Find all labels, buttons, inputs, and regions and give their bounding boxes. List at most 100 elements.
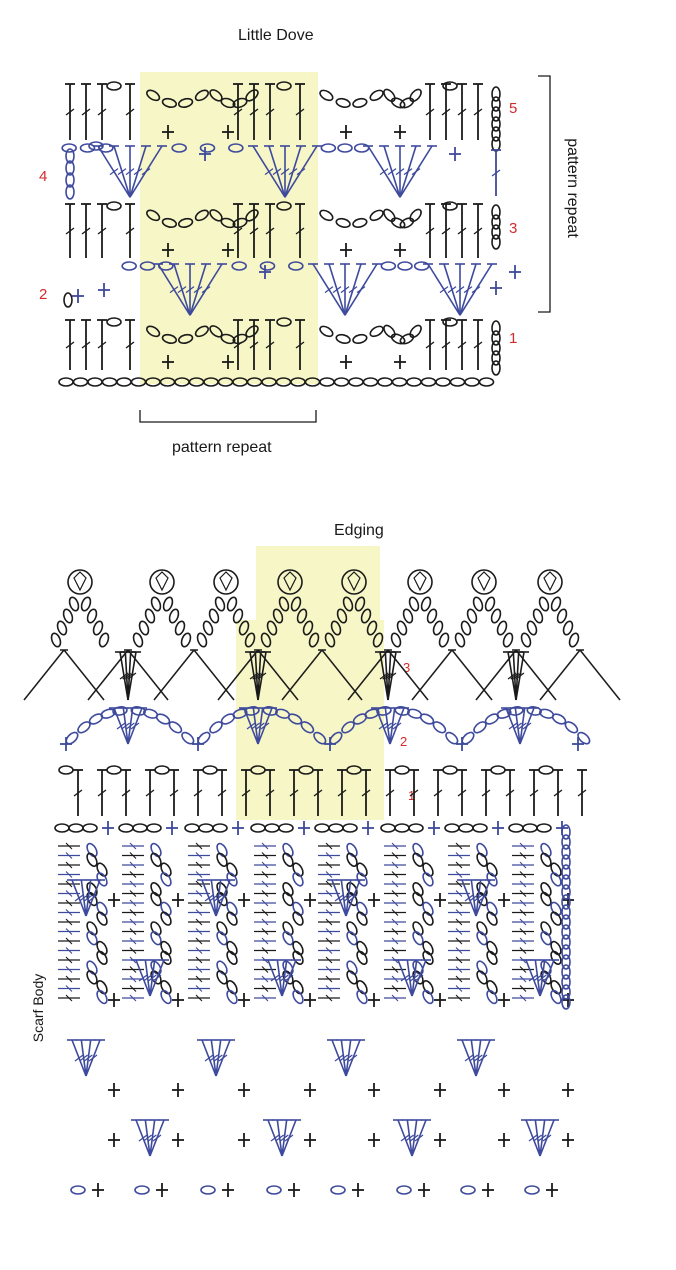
chain-stitch [526,620,538,636]
single-crochet-stitch [434,1133,446,1147]
chain-stitch [561,864,571,880]
chain-stitch [68,823,84,833]
chain-stitch [522,823,538,833]
chain-stitch [121,261,137,271]
chain-stitch [486,872,498,887]
spike-stitch [579,649,621,701]
chain-stitch [232,708,248,719]
chain-stitch [226,596,238,612]
chain-stitch [486,862,498,877]
chain-stitch [390,632,402,648]
double-crochet-stitch [265,83,275,140]
chain-stitch [244,632,256,648]
double-crochet-stitch [289,769,299,816]
chain-stitch [486,980,498,995]
chain-stitch [524,1185,540,1195]
chain-stitch [145,377,161,387]
chain-stitch [54,823,70,833]
chain-stitch [320,143,337,153]
chain-stitch [116,377,132,387]
chain-stitch [550,980,562,995]
chain-stitch [132,823,148,833]
chain-stitch [412,921,424,936]
chain-stitch [197,731,211,745]
chain-stitch [150,891,162,907]
shell-fan-stitch [115,651,141,701]
chain-stitch [376,706,392,716]
chain-stitch [203,377,219,387]
chain-stitch [399,97,415,109]
chain-stitch [292,862,304,877]
single-crochet-stitch [172,993,184,1007]
chain-stitch [491,214,501,230]
chain-stitch [422,872,434,887]
double-crochet-stitch [217,769,227,816]
chain-stitch [556,608,568,624]
chain-stitch [354,596,366,612]
chain-stitch [226,911,238,926]
double-crochet-stitch [125,319,135,370]
single-crochet-stitch [434,1083,446,1097]
chain-stitch [561,964,571,980]
chain-stitch [422,911,434,926]
chain-stitch [146,89,161,102]
single-crochet-stitch [98,283,110,297]
spike-stitch [153,649,195,701]
chain-stitch [484,596,496,612]
chain-stitch [491,234,501,250]
single-crochet-stitch [162,243,174,257]
chain-stitch [490,608,502,624]
double-crochet-stitch [529,769,539,816]
chain-stitch [171,143,187,153]
shell-fan-stitch [363,145,437,198]
double-crochet-stitch [295,83,305,140]
double-crochet-stitch [249,319,259,370]
shell-fan-stitch [239,707,277,745]
chain-stitch [540,882,552,897]
double-crochet-stitch [265,319,275,370]
single-crochet-stitch [304,893,316,907]
chain-stitch [460,1185,476,1195]
chain-stitch [346,842,358,858]
double-crochet-stitch [491,149,501,196]
chain-stitch [476,970,488,985]
row-number-4: 4 [39,168,48,185]
chain-stitch [550,862,562,877]
double-crochet-stitch [473,203,483,258]
chain-stitch [360,608,372,624]
single-crochet-stitch [238,893,250,907]
chain-stitch [346,765,362,775]
chain-stitch [496,708,512,719]
chain-stitch [86,921,98,936]
chain-stitch [86,931,98,946]
chain-stitch [216,921,228,936]
chain-stitch [380,261,397,271]
chain-stitch [561,854,571,870]
double-crochet-stitch [249,203,259,258]
chain-stitch [300,721,315,734]
single-crochet-stitch [562,1083,574,1097]
chain-stitch [562,620,574,636]
double-crochet-stitch [481,769,491,816]
chain-stitch [160,901,172,916]
picot-ring [213,569,239,595]
single-crochet-stitch [192,737,204,751]
double-crochet-stitch [457,83,467,140]
chain-stitch [491,204,501,220]
shell-fan-stitch [197,879,235,917]
chain-stitch [460,620,472,636]
chain-stitch [259,261,276,271]
chain-stitch [356,980,368,995]
chain-stitch [96,901,108,916]
chain-stitch [346,931,358,946]
chain-stitch [282,842,294,858]
double-crochet-stitch [121,769,131,816]
chain-stitch [561,844,571,860]
chain-stitch [422,989,434,1005]
chain-stitch [476,960,488,975]
chain-stitch [302,620,314,636]
side-repeat-bracket [538,75,551,313]
chain-stitch [155,713,171,725]
chain-stitch [472,596,484,612]
